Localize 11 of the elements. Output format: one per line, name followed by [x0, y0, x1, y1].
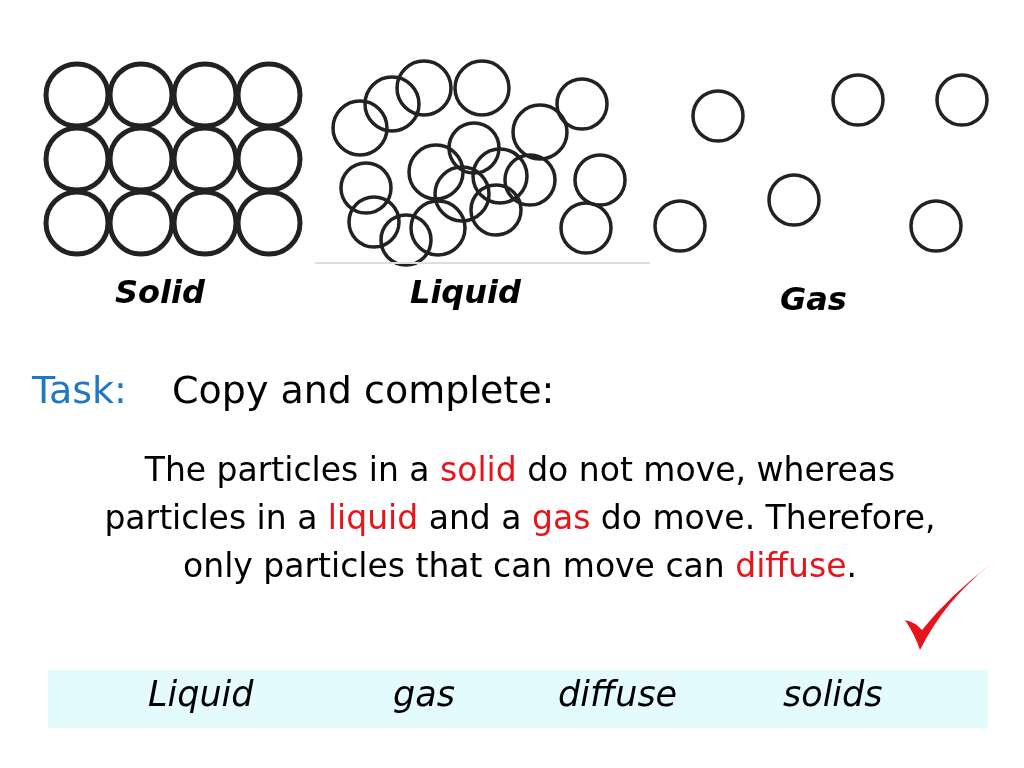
word-bank-word: Liquid [148, 674, 254, 714]
state-label: Solid [115, 273, 205, 311]
cloze-paragraph: The particles in a solid do not move, whereas particles in a liquid and a gas do move. Therefore, only particles that can move can diffuse. [103, 449, 937, 587]
state-label: Gas [780, 280, 847, 318]
word-bank-word: solids [783, 674, 883, 714]
state-label: Liquid [410, 273, 521, 311]
task-label: Task: [32, 368, 127, 412]
word-bank-word: gas [393, 674, 455, 714]
instruction-text: Copy and complete: [172, 368, 555, 412]
word-bank-word: diffuse [558, 674, 678, 714]
word-bank-box [48, 670, 988, 728]
